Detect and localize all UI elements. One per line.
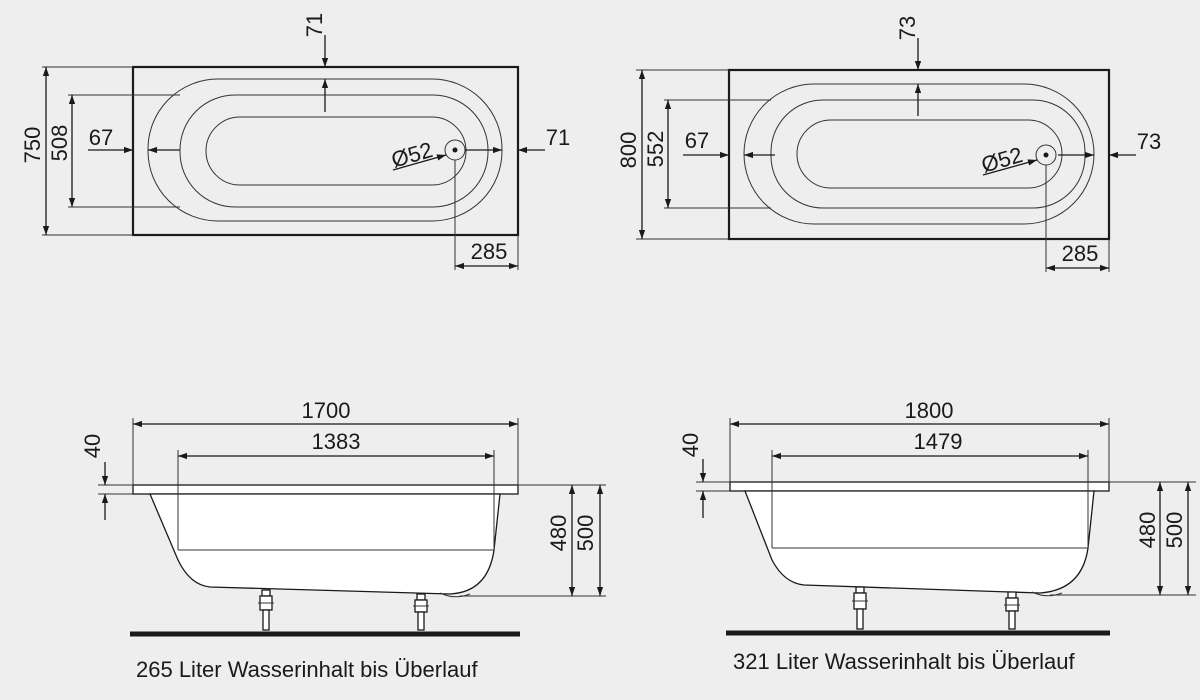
rim-contour-middle <box>179 94 489 208</box>
rim-contour-middle <box>770 99 1086 209</box>
dim-depth-inner: 480 <box>546 515 571 552</box>
dim-drain-offset: 285 <box>471 239 508 264</box>
dim-rim: 40 <box>80 434 105 458</box>
overflow-outlet <box>1031 591 1063 597</box>
top-view-right: 800 552 67 73 73 285 Ø52 <box>616 16 1161 272</box>
dim-inner-width: 552 <box>643 131 668 168</box>
dim-left-edge: 67 <box>89 125 113 150</box>
dim-top-edge: 71 <box>302 13 327 37</box>
tub-foot-right <box>1004 591 1020 630</box>
caption-right: 321 Liter Wasserinhalt bis Überlauf <box>733 649 1075 674</box>
top-view-left: 750 508 67 71 71 285 Ø52 <box>20 13 570 270</box>
dim-length: 1800 <box>905 398 954 423</box>
dim-drain-offset: 285 <box>1062 241 1099 266</box>
dim-depth-total: 500 <box>573 515 598 552</box>
drain-center <box>452 147 458 153</box>
dim-top-edge: 73 <box>895 16 920 40</box>
dim-right-edge: 71 <box>546 125 570 150</box>
tub-foot-left <box>852 586 868 630</box>
drain-center <box>1043 152 1049 158</box>
tub-rim <box>729 481 1110 492</box>
caption-left: 265 Liter Wasserinhalt bis Überlauf <box>136 657 478 682</box>
tub-rim <box>132 484 519 495</box>
side-view-right: 1800 1479 40 480 500 <box>678 398 1196 636</box>
dim-inner-width: 508 <box>47 125 72 162</box>
basin-contour-inner <box>796 119 1063 189</box>
dim-depth-total: 500 <box>1162 512 1187 549</box>
tub-body <box>744 490 1095 594</box>
dim-left-edge: 67 <box>685 128 709 153</box>
dim-drain-diameter: Ø52 <box>978 142 1025 177</box>
dim-inner-length: 1479 <box>914 429 963 454</box>
dim-length: 1700 <box>302 398 351 423</box>
dim-inner-length: 1383 <box>312 429 361 454</box>
side-view-left: 1700 1383 40 480 500 <box>80 398 606 637</box>
dim-rim: 40 <box>678 433 703 457</box>
dim-width: 800 <box>616 132 641 169</box>
dim-width: 750 <box>20 127 45 164</box>
tub-foot-left <box>258 589 274 631</box>
overflow-outlet <box>439 592 471 598</box>
dim-right-edge: 73 <box>1137 129 1161 154</box>
tub-foot-right <box>413 593 429 631</box>
basin-contour-inner <box>205 116 467 186</box>
dim-drain-diameter: Ø52 <box>388 137 435 172</box>
dim-depth-inner: 480 <box>1135 512 1160 549</box>
tub-outline-top <box>727 68 1111 241</box>
tub-body <box>149 493 501 595</box>
